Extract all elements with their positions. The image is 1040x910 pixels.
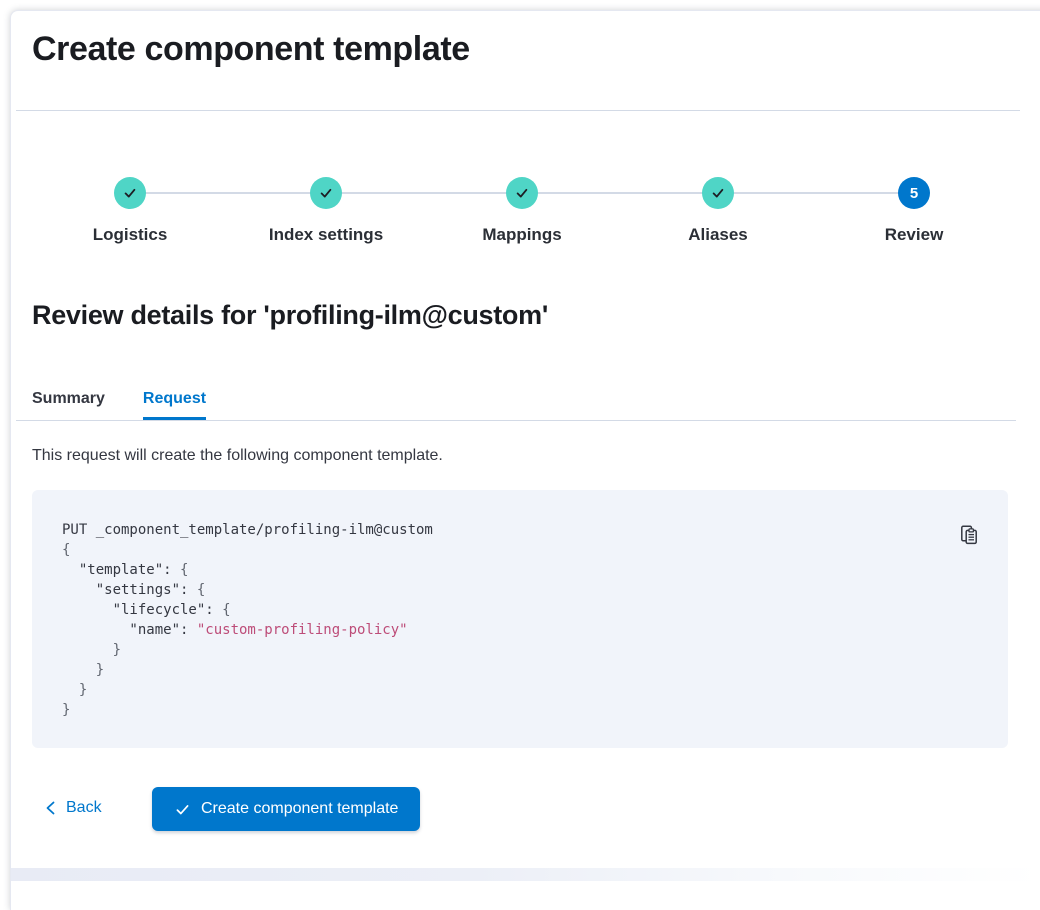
check-icon xyxy=(320,188,332,198)
step-check-icon xyxy=(702,177,734,209)
step-label: Aliases xyxy=(688,225,748,244)
copy-icon xyxy=(961,525,977,545)
stepper-step-mappings[interactable]: Mappings xyxy=(424,177,620,245)
step-label: Mappings xyxy=(482,225,562,244)
step-label: Review xyxy=(884,225,944,244)
check-icon xyxy=(712,188,724,198)
request-code-block: PUT _component_template/profiling-ilm@cu… xyxy=(32,490,1008,748)
code-line: "name": "custom-profiling-policy" xyxy=(62,622,408,638)
check-icon xyxy=(176,804,189,814)
create-button-label: Create component template xyxy=(201,800,399,817)
review-tabs: Summary Request xyxy=(32,389,207,420)
step-check-icon xyxy=(114,177,146,209)
request-description: This request will create the following c… xyxy=(32,447,443,464)
copy-button[interactable] xyxy=(956,522,982,548)
back-button-label: Back xyxy=(66,799,102,816)
stepper-step-index-settings[interactable]: Index settings xyxy=(228,177,424,245)
bottom-panel-edge xyxy=(11,868,1040,881)
code-line: } xyxy=(62,642,122,658)
content-panel-edge xyxy=(10,10,1040,910)
step-label: Index settings xyxy=(268,225,384,244)
check-icon xyxy=(516,188,528,198)
code-line: } xyxy=(62,702,71,718)
back-button[interactable]: Back xyxy=(44,799,102,817)
code-line: { xyxy=(62,542,71,558)
step-number-badge: 5 xyxy=(898,177,930,209)
code-line: "lifecycle": { xyxy=(62,602,231,618)
request-code: PUT _component_template/profiling-ilm@cu… xyxy=(32,490,1008,750)
code-line: "settings": { xyxy=(62,582,206,598)
stepper-step-aliases[interactable]: Aliases xyxy=(620,177,816,245)
create-component-template-button[interactable]: Create component template xyxy=(152,787,421,831)
code-line: PUT _component_template/profiling-ilm@cu… xyxy=(62,522,433,538)
check-icon xyxy=(124,188,136,198)
review-heading: Review details for 'profiling-ilm@custom… xyxy=(32,300,548,330)
create-component-template-page: Create component template Logistics Index… xyxy=(11,30,1040,881)
tabs-divider xyxy=(16,420,1016,421)
tab-summary[interactable]: Summary xyxy=(32,390,105,407)
page-title: Create component template xyxy=(32,30,470,68)
stepper-step-logistics[interactable]: Logistics xyxy=(32,177,228,245)
code-line: "template": { xyxy=(62,562,189,578)
tab-request[interactable]: Request xyxy=(142,390,207,420)
code-line: } xyxy=(62,682,88,698)
step-label: Logistics xyxy=(92,225,168,244)
chevron-left-icon xyxy=(46,801,55,815)
title-divider xyxy=(16,110,1020,111)
code-line: } xyxy=(62,662,105,678)
step-check-icon xyxy=(506,177,538,209)
step-check-icon xyxy=(310,177,342,209)
